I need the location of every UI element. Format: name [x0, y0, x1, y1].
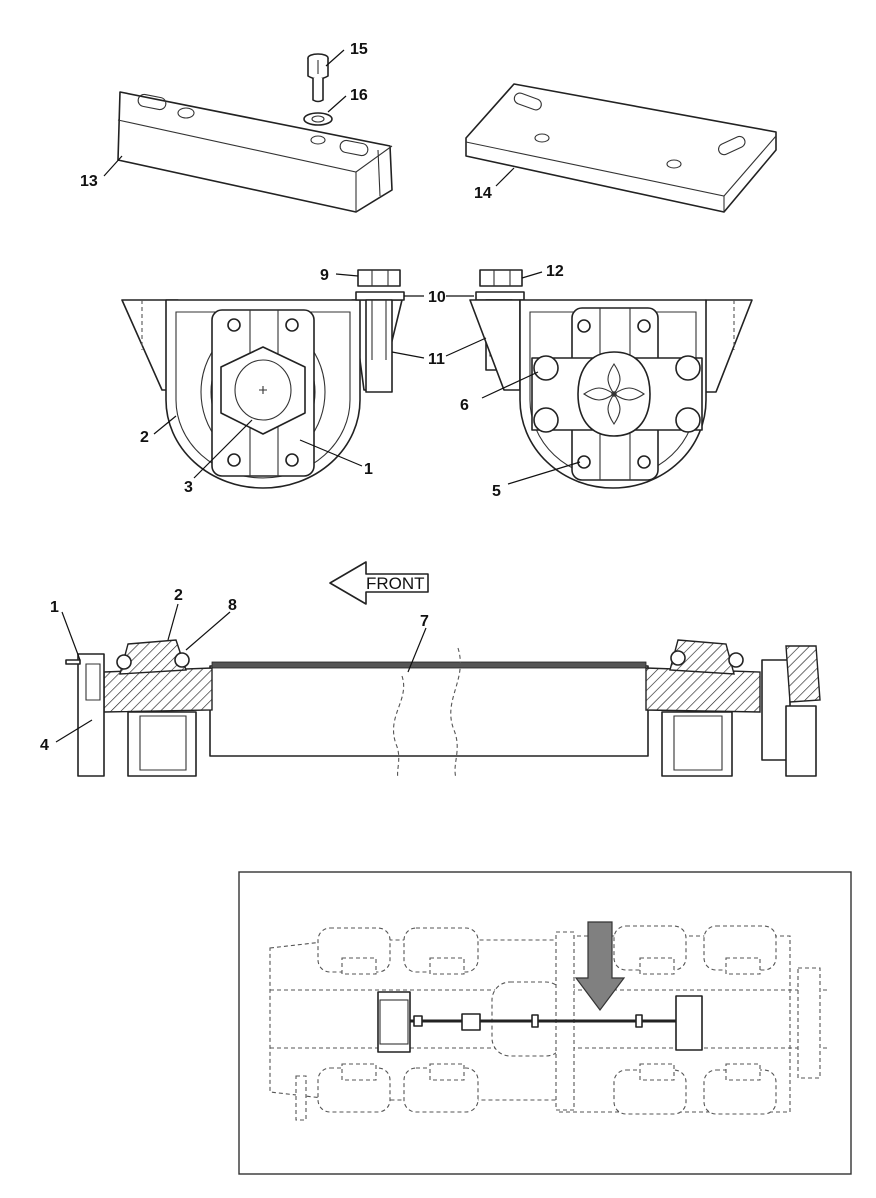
callout-2-bottom: 2: [174, 587, 183, 604]
callout-13: 13: [80, 173, 98, 190]
front-arrow-icon: [329, 561, 429, 605]
leader-lines: [55, 49, 581, 743]
callout-8: 8: [228, 597, 237, 614]
callout-12: 12: [546, 263, 564, 280]
callout-16: 16: [350, 87, 368, 104]
callout-1-bottom: 1: [50, 599, 59, 616]
washer-16: [303, 112, 333, 126]
callout-4: 4: [40, 737, 49, 754]
spacer-block-13: [117, 91, 393, 213]
callout-3: 3: [184, 479, 193, 496]
bolt-9-assembly: [355, 269, 405, 393]
callout-5: 5: [492, 483, 501, 500]
callout-1-top: 1: [364, 461, 373, 478]
location-arrow-icon: [574, 921, 626, 1011]
callout-6: 6: [460, 397, 469, 414]
front-label: FRONT: [366, 574, 425, 593]
callout-11: 11: [428, 351, 445, 368]
bearing-assembly-left: [121, 299, 403, 489]
callout-2-top: 2: [140, 429, 149, 446]
callout-7: 7: [420, 613, 429, 630]
location-inset: [238, 871, 852, 1175]
bearing-assembly-right: [469, 299, 753, 489]
driveshaft-section: [65, 639, 821, 779]
callout-9: 9: [320, 267, 329, 284]
callout-15: 15: [350, 41, 368, 58]
cap-screw-15: [307, 53, 329, 103]
callout-10: 10: [428, 289, 446, 306]
plate-14: [465, 83, 777, 213]
callout-14: 14: [474, 185, 492, 202]
